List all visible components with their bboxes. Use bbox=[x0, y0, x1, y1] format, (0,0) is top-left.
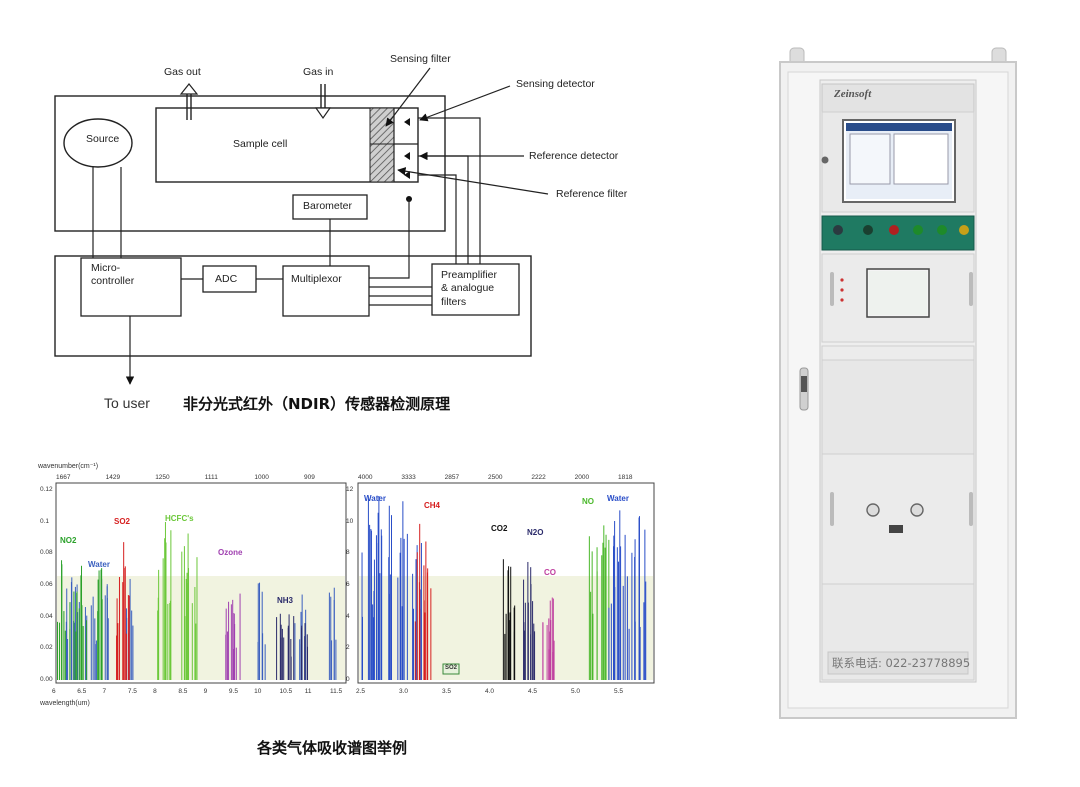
left-top-tick-1: 1429 bbox=[105, 474, 121, 481]
right-y-tick-3: 6 bbox=[346, 581, 350, 588]
right-top-tick-6: 1818 bbox=[618, 474, 633, 481]
left-spectrum-traces bbox=[56, 522, 337, 680]
right-y-tick-1: 10 bbox=[346, 517, 354, 525]
so2-box-label: SO2 bbox=[445, 665, 458, 671]
right-top-tick-5: 2000 bbox=[574, 474, 590, 481]
left-y-tick-4: 0.04 bbox=[40, 612, 53, 620]
left-bottom-tick-2: 7 bbox=[102, 688, 107, 695]
left-bottom-tick-1: 6.5 bbox=[77, 688, 87, 695]
left-gas-label-0: NO2 bbox=[60, 536, 77, 545]
left-bottom-tick-7: 9.5 bbox=[228, 688, 238, 695]
left-bottom-tick-4: 8 bbox=[153, 688, 157, 695]
left-gas-label-3: HCFC's bbox=[165, 514, 194, 523]
left-top-tick-5: 909 bbox=[304, 474, 315, 481]
cabinet-phone: 联系电话: 022-23778895 bbox=[832, 656, 971, 670]
left-y-tick-6: 0.00 bbox=[40, 676, 53, 683]
left-bottom-tick-3: 7.5 bbox=[127, 688, 137, 695]
right-gas-label-0: Water bbox=[364, 494, 386, 503]
left-y-tick-2: 0.08 bbox=[40, 549, 53, 557]
right-gas-label-1: CH4 bbox=[424, 501, 441, 510]
right-y-tick-5: 2 bbox=[346, 644, 350, 652]
left-gas-label-2: SO2 bbox=[114, 517, 131, 526]
microcontroller-label-2: controller bbox=[91, 275, 135, 287]
reference-detector-label: Reference detector bbox=[529, 150, 619, 162]
left-top-tick-0: 1667 bbox=[56, 474, 71, 481]
left-bottom-tick-9: 10.5 bbox=[279, 688, 293, 695]
sensing-filter-label: Sensing filter bbox=[390, 53, 451, 65]
source-label: Source bbox=[86, 133, 120, 145]
left-y-tick-5: 0.02 bbox=[40, 644, 53, 652]
right-top-tick-4: 2222 bbox=[531, 474, 546, 481]
microcontroller-label-1: Micro- bbox=[91, 262, 121, 274]
right-gas-label-4: CO bbox=[544, 568, 556, 577]
right-bottom-tick-0: 2.5 bbox=[356, 688, 366, 695]
cabinet-graphic bbox=[779, 47, 1017, 719]
left-gas-label-4: Ozone bbox=[218, 548, 243, 557]
left-top-tick-4: 1000 bbox=[254, 474, 269, 481]
left-gas-label-1: Water bbox=[88, 560, 110, 569]
right-y-tick-0: 12 bbox=[346, 486, 354, 493]
multiplexor-label: Multiplexor bbox=[291, 273, 342, 285]
right-bottom-tick-6: 5.5 bbox=[614, 688, 624, 695]
right-top-tick-3: 2500 bbox=[488, 474, 503, 481]
left-bottom-tick-0: 6 bbox=[52, 688, 56, 695]
left-top-axis-label: wavenumber(cm⁻¹) bbox=[38, 463, 99, 470]
left-bottom-axis-label: wavelength(um) bbox=[40, 700, 90, 707]
right-bottom-tick-2: 3.5 bbox=[442, 688, 452, 695]
left-y-tick-3: 0.06 bbox=[40, 581, 53, 588]
cabinet-brand: Zeinsoft bbox=[834, 88, 872, 100]
reference-filter-block bbox=[369, 143, 395, 183]
right-gas-label-5: NO bbox=[582, 497, 594, 506]
gas-in-label: Gas in bbox=[303, 66, 334, 78]
right-bottom-tick-4: 4.5 bbox=[528, 688, 538, 695]
reference-filter-label: Reference filter bbox=[556, 188, 628, 200]
right-spectrum-traces bbox=[361, 496, 647, 680]
right-top-tick-1: 3333 bbox=[401, 474, 416, 481]
right-bottom-tick-1: 3.0 bbox=[399, 688, 409, 695]
right-y-tick-2: 8 bbox=[346, 549, 350, 557]
spectra-caption: 各类气体吸收谱图举例 bbox=[257, 739, 408, 757]
left-bottom-tick-10: 11 bbox=[304, 688, 312, 695]
sensing-detector-label: Sensing detector bbox=[516, 78, 595, 90]
barometer-label: Barometer bbox=[303, 200, 353, 212]
right-top-tick-0: 4000 bbox=[358, 474, 373, 481]
right-top-tick-2: 2857 bbox=[444, 474, 460, 481]
right-y-tick-4: 4 bbox=[346, 612, 350, 620]
left-bottom-tick-11: 11.5 bbox=[330, 688, 343, 695]
left-y-tick-1: 0.1 bbox=[40, 517, 50, 525]
left-y-tick-0: 0.12 bbox=[40, 486, 53, 493]
preamp-label-2: & analogue bbox=[441, 282, 495, 294]
right-y-tick-6: 0 bbox=[346, 676, 350, 683]
left-bottom-tick-8: 10 bbox=[254, 688, 262, 695]
right-gas-label-3: N2O bbox=[527, 528, 544, 537]
right-bottom-tick-5: 5.0 bbox=[571, 688, 581, 695]
gas-out-label: Gas out bbox=[164, 66, 201, 78]
left-bottom-tick-6: 9 bbox=[203, 688, 208, 695]
left-bottom-tick-5: 8.5 bbox=[178, 688, 188, 695]
sample-cell-label: Sample cell bbox=[233, 138, 288, 150]
preamp-label-3: filters bbox=[441, 296, 467, 308]
right-bottom-tick-3: 4.0 bbox=[485, 688, 495, 695]
to-user-label: To user bbox=[104, 395, 150, 411]
ndir-caption: 非分光式红外（NDIR）传感器检测原理 bbox=[183, 395, 451, 413]
left-top-tick-3: 1111 bbox=[204, 474, 218, 481]
right-gas-label-6: Water bbox=[607, 494, 629, 503]
right-gas-label-2: CO2 bbox=[491, 524, 508, 533]
left-top-tick-2: 1250 bbox=[155, 474, 170, 481]
left-gas-label-5: NH3 bbox=[277, 596, 294, 605]
preamp-label-1: Preamplifier bbox=[441, 269, 498, 281]
adc-label: ADC bbox=[215, 273, 238, 285]
